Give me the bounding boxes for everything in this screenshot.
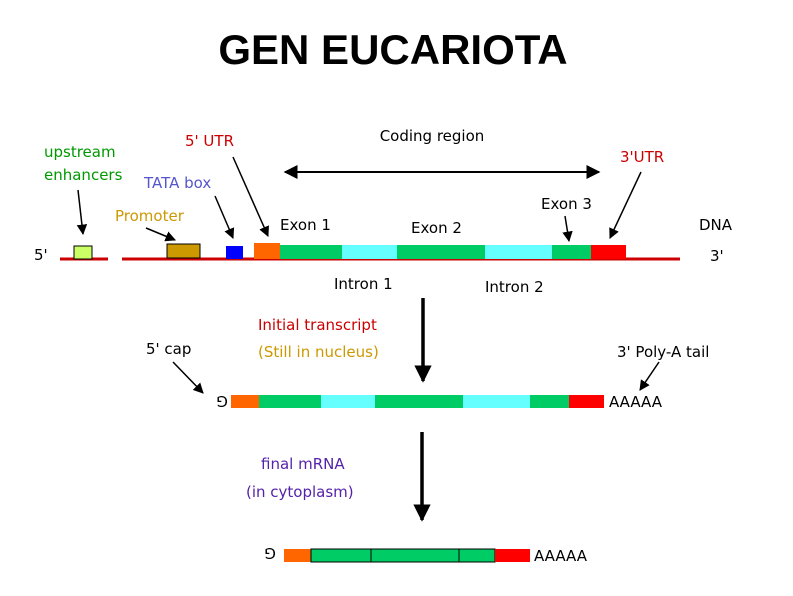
cap-label: 5' cap <box>146 340 191 358</box>
promoter-box <box>166 243 201 259</box>
transcript-exon1 <box>259 395 321 408</box>
transcript-utr3 <box>569 395 604 408</box>
final-mrna-label: final mRNA <box>261 455 345 473</box>
exon3-pointer <box>562 215 573 243</box>
dna-utr5 <box>254 243 280 259</box>
tata-pointer <box>214 195 235 239</box>
exon3-label: Exon 3 <box>541 195 592 213</box>
enhancer-box <box>73 245 93 260</box>
mrna-exon1 <box>310 548 372 563</box>
still-in-nucleus-label: (Still in nucleus) <box>258 343 379 361</box>
dna-exon2 <box>397 245 485 259</box>
intron2-label: Intron 2 <box>485 278 544 296</box>
dna-5prime-end: 5' <box>34 246 48 264</box>
exon2-label: Exon 2 <box>411 219 462 237</box>
intron1-label: Intron 1 <box>334 275 393 293</box>
tata-box <box>226 246 243 259</box>
dna-exon3 <box>552 245 591 259</box>
transcript-intron2 <box>463 395 530 408</box>
tata-box-label: TATA box <box>143 174 211 192</box>
enhancers-label: enhancers <box>44 166 123 184</box>
upstream-pointer <box>76 189 88 236</box>
cap-pointer <box>172 361 204 394</box>
dna-utr3 <box>591 245 626 259</box>
mrna-cap-symbol: G <box>264 544 276 562</box>
utr5-label: 5' UTR <box>185 132 234 150</box>
exon1-label: Exon 1 <box>280 216 331 234</box>
promoter-label: Promoter <box>115 207 185 225</box>
polya-label: 3' Poly-A tail <box>617 343 709 361</box>
transcript-polya-seq: AAAAA <box>609 393 663 411</box>
utr5-pointer <box>232 156 269 237</box>
dna-exon1 <box>280 245 342 259</box>
utr3-pointer <box>609 171 642 239</box>
mrna-exon3 <box>458 548 496 563</box>
transcript-intron1 <box>321 395 375 408</box>
mrna-utr3 <box>495 549 530 562</box>
utr3-label: 3'UTR <box>620 148 664 166</box>
upstream-label: upstream <box>44 143 116 161</box>
dna-intron2 <box>485 245 552 259</box>
dna-intron1 <box>342 245 397 259</box>
mrna-utr5 <box>284 549 311 562</box>
coding-region-label: Coding region <box>380 127 485 145</box>
transcript-exon2 <box>375 395 463 408</box>
dna-label: DNA <box>699 216 733 234</box>
transcript-exon3 <box>530 395 569 408</box>
page-title: GEN EUCARIOTA <box>218 26 567 73</box>
mrna-polya-seq: AAAAA <box>534 547 588 565</box>
promoter-pointer <box>145 227 176 242</box>
dna-3prime-end: 3' <box>710 247 724 265</box>
polya-pointer <box>639 361 660 391</box>
initial-transcript-label: Initial transcript <box>258 316 377 334</box>
transcript-cap-symbol: G <box>216 392 228 410</box>
in-cytoplasm-label: (in cytoplasm) <box>246 483 354 501</box>
mrna-exon2 <box>370 548 460 563</box>
transcript-utr5 <box>231 395 259 408</box>
